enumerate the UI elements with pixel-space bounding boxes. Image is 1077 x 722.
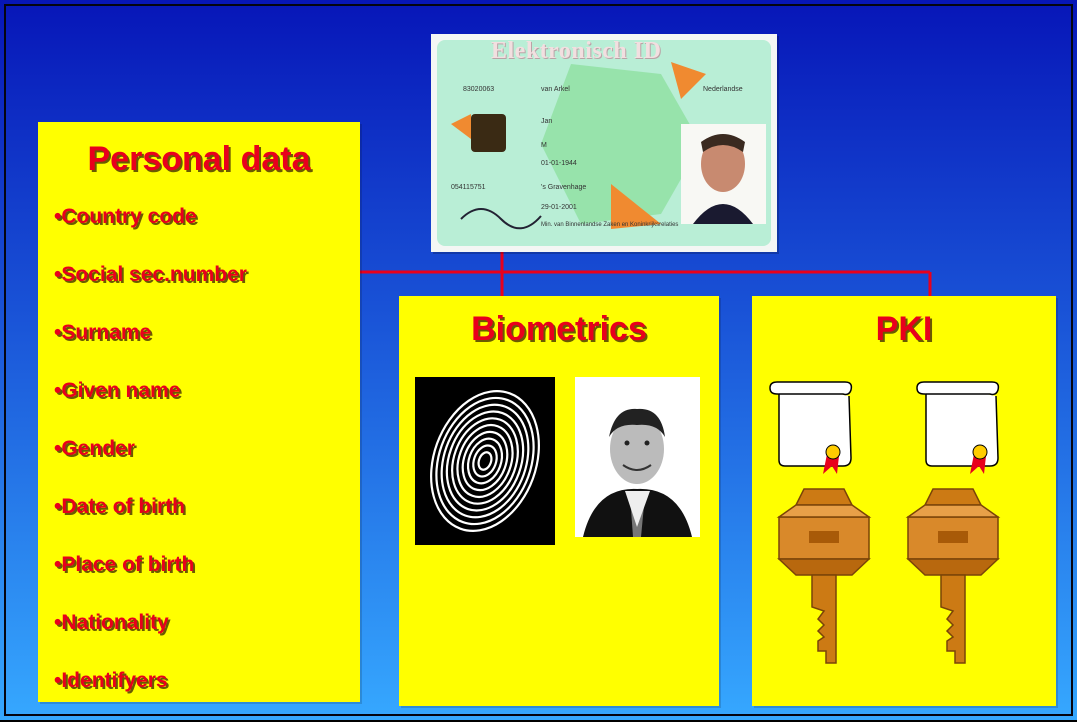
card-field: Min. van Binnenlandse Zaken en Koninkrij… [541, 222, 679, 228]
chip-icon [471, 114, 506, 152]
id-card-artwork [437, 40, 771, 246]
pki-title: PKI [875, 310, 933, 348]
card-field: M [541, 142, 547, 149]
card-field: van Arkel [541, 86, 570, 93]
card-photo-face [701, 136, 745, 192]
fingerprint-artwork [430, 390, 540, 532]
list-item: •Identifyers [54, 669, 168, 692]
card-field: Nederlandse [703, 86, 743, 93]
card-field: 29-01-2001 [541, 204, 577, 211]
card-triangle-left [451, 114, 471, 139]
biometrics-title: Biometrics [471, 310, 647, 348]
list-item: •Nationality [54, 611, 169, 634]
portrait-artwork [575, 377, 700, 537]
card-photo-suit [693, 204, 753, 224]
certificate-icon [765, 376, 855, 476]
personal-data-panel: Personal data •Country code •Social sec.… [38, 122, 360, 702]
list-item: •Country code [54, 205, 197, 228]
fingerprint-icon [415, 377, 555, 545]
card-signature [460, 208, 542, 230]
card-field: 01-01-1944 [541, 160, 577, 167]
list-item: •Social sec.number [54, 263, 247, 286]
key-icon [903, 487, 1003, 667]
card-triangle-top [671, 62, 706, 99]
card-field: Jan [541, 118, 553, 125]
key-icon [774, 487, 874, 667]
card-triangle-bottom [611, 184, 661, 229]
card-photo-hair [701, 134, 745, 152]
personal-data-title: Personal data [87, 140, 311, 178]
list-item: •Date of birth [54, 495, 186, 518]
card-hexagon [541, 64, 701, 224]
portrait-photo [575, 377, 700, 537]
list-item: •Gender [54, 437, 135, 460]
list-item: •Place of birth [54, 553, 195, 576]
certificate-icon [912, 376, 1002, 476]
list-item: •Surname [54, 321, 152, 344]
list-item: •Given name [54, 379, 181, 402]
card-field: 's Gravenhage [541, 184, 587, 191]
card-field: 054115751 [451, 184, 486, 191]
personal-data-list: •Country code •Social sec.number •Surnam… [54, 200, 247, 722]
card-title: Elektronisch ID [491, 38, 662, 64]
id-card-image: Elektronisch ID 83020063 van Arkel Neder… [431, 34, 777, 252]
card-field: 83020063 [463, 86, 495, 93]
